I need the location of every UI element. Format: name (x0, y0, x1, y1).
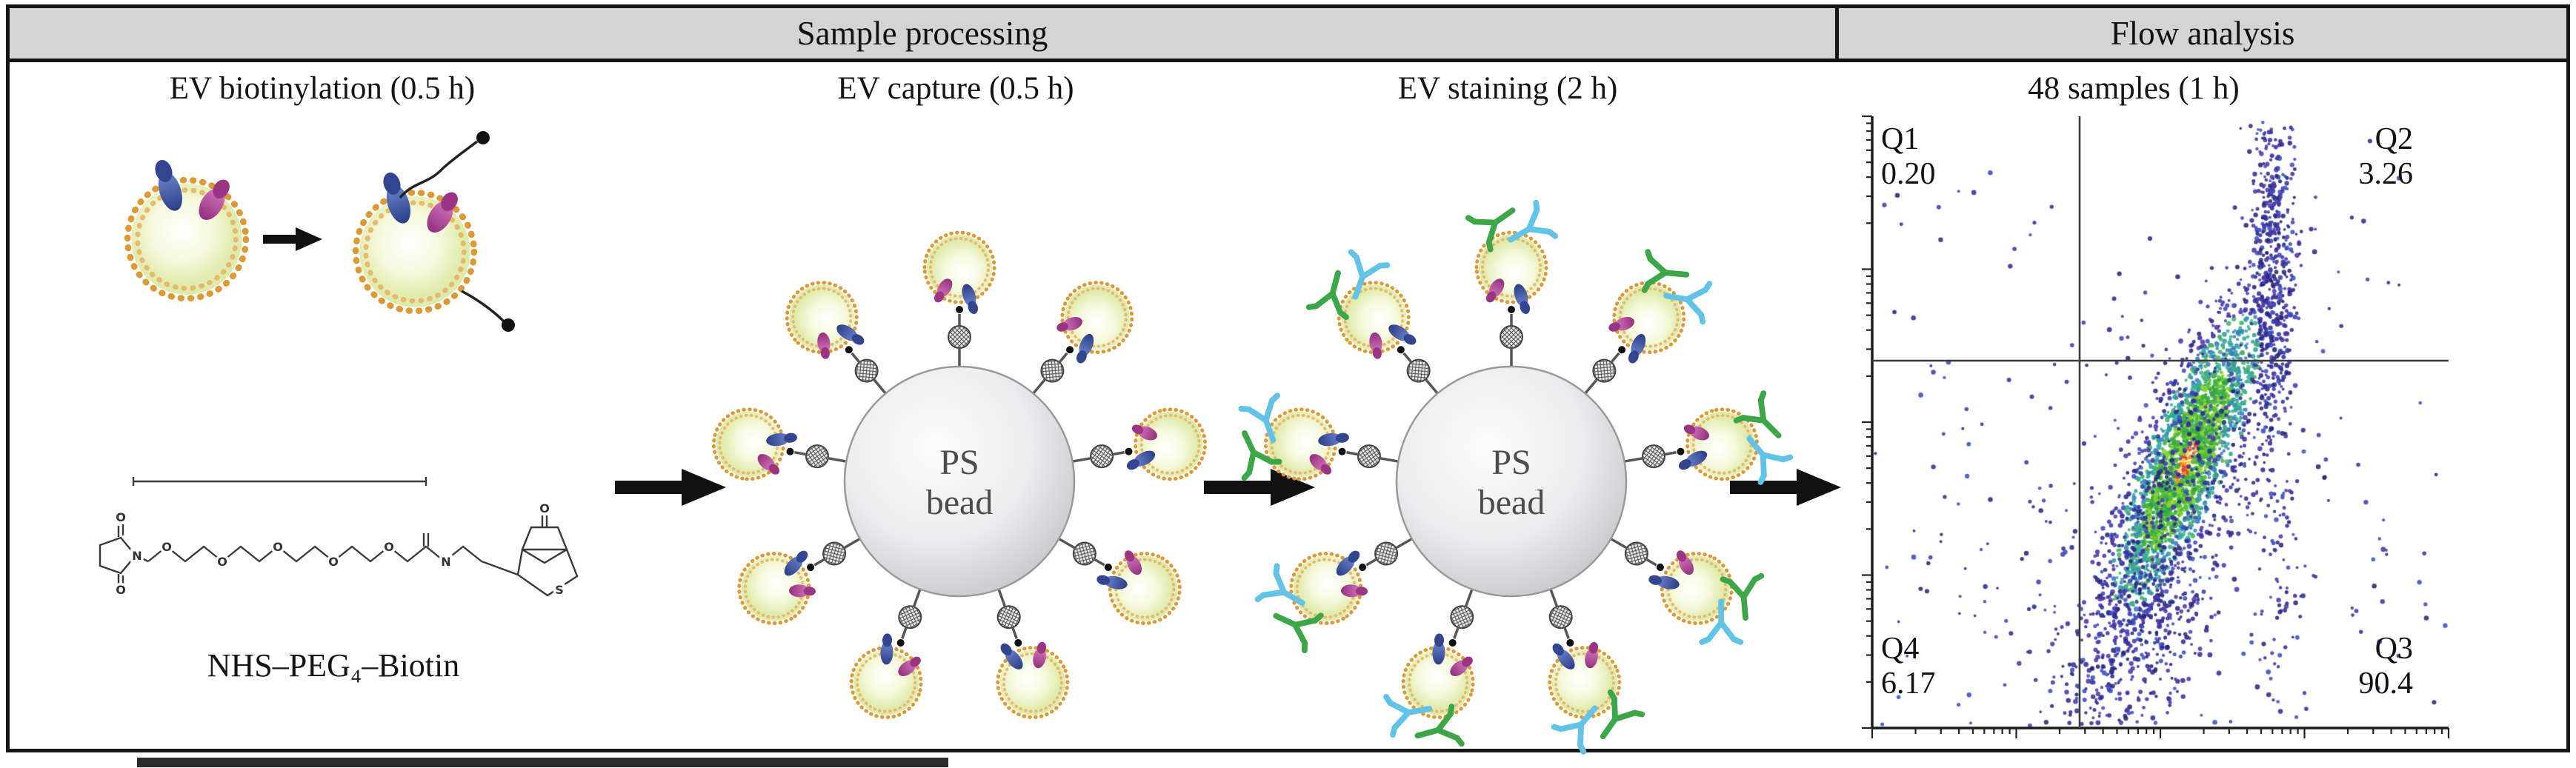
title-flow-samples: 48 samples (1 h) (2028, 71, 2240, 106)
svg-text:N: N (441, 555, 450, 569)
flow-cytometry-plot: Q1 0.20 Q2 3.26 Q3 90.4 Q4 6.17 (1856, 113, 2456, 750)
ps-bead (1395, 365, 1628, 598)
chemical-structure-drawing: O O N O O O O O N O S (99, 477, 579, 600)
biotin-dot (476, 131, 490, 144)
ps-bead-label-line2: bead (926, 483, 994, 522)
q2-value: 3.26 (2358, 157, 2414, 192)
svg-text:O: O (539, 501, 550, 515)
flow-axes-svg (1862, 115, 2450, 738)
quadrant-q4-stat: Q4 6.17 (1881, 632, 1936, 701)
step-arrow-3-icon (1730, 469, 1841, 506)
q3-value: 90.4 (2358, 667, 2414, 701)
quadrant-q1-stat: Q1 0.20 (1881, 122, 1936, 192)
flow-analysis-label: Flow analysis (2110, 15, 2295, 52)
ev-staining-bead-illustration: PS bead (1230, 200, 1793, 763)
bracket (132, 477, 427, 486)
axis-ticks (1862, 115, 2450, 738)
ps-bead-label-line1: PS (939, 443, 979, 482)
svg-text:O: O (217, 555, 227, 569)
ev-before-biotinylation-icon (104, 152, 270, 318)
ps-bead (843, 365, 1076, 598)
figure-body: EV biotinylation (0.5 h) EV capture (0.5… (10, 66, 2566, 749)
svg-text:O: O (273, 540, 283, 554)
title-ev-biotinylation: EV biotinylation (0.5 h) (169, 71, 476, 106)
header-flow-analysis: Flow analysis (1839, 8, 2566, 59)
flow-scatter-canvas (1872, 116, 2449, 728)
step-arrow-1-icon (615, 469, 726, 506)
q3-label: Q3 (2374, 632, 2413, 666)
ps-bead-label-line2: bead (1478, 483, 1545, 522)
ev-after-biotinylation-icon (311, 131, 515, 332)
svg-text:O: O (162, 540, 172, 554)
reagent-label: NHS–PEG₄–Biotin (207, 647, 460, 684)
biotin-dot (502, 318, 515, 332)
svg-text:O: O (116, 510, 126, 524)
svg-text:N: N (132, 549, 142, 563)
small-right-arrow-icon (263, 227, 322, 251)
svg-text:O: O (384, 540, 394, 554)
quadrant-q2-stat: Q2 3.26 (2359, 122, 2414, 192)
q2-label: Q2 (2374, 122, 2413, 156)
sample-processing-label: Sample processing (796, 15, 1048, 52)
cropped-caption-artifact (137, 758, 948, 767)
header-sample-processing: Sample processing (10, 8, 1839, 59)
header-band: Sample processing Flow analysis (10, 8, 2566, 62)
svg-text:O: O (328, 555, 339, 569)
title-ev-staining: EV staining (2 h) (1397, 71, 1618, 106)
q4-label: Q4 (1881, 632, 1920, 666)
figure-frame: Sample processing Flow analysis EV bioti… (6, 4, 2570, 752)
q4-value: 6.17 (1881, 667, 1936, 701)
svg-text:O: O (116, 583, 126, 597)
quadrant-q3-stat: Q3 90.4 (2359, 632, 2414, 701)
svg-text:S: S (555, 583, 564, 597)
q1-value: 0.20 (1881, 157, 1936, 192)
ev-capture-bead-illustration: PS bead (708, 230, 1211, 733)
ps-bead-label-line1: PS (1491, 443, 1531, 482)
title-ev-capture: EV capture (0.5 h) (837, 71, 1074, 106)
q1-label: Q1 (1881, 122, 1920, 156)
